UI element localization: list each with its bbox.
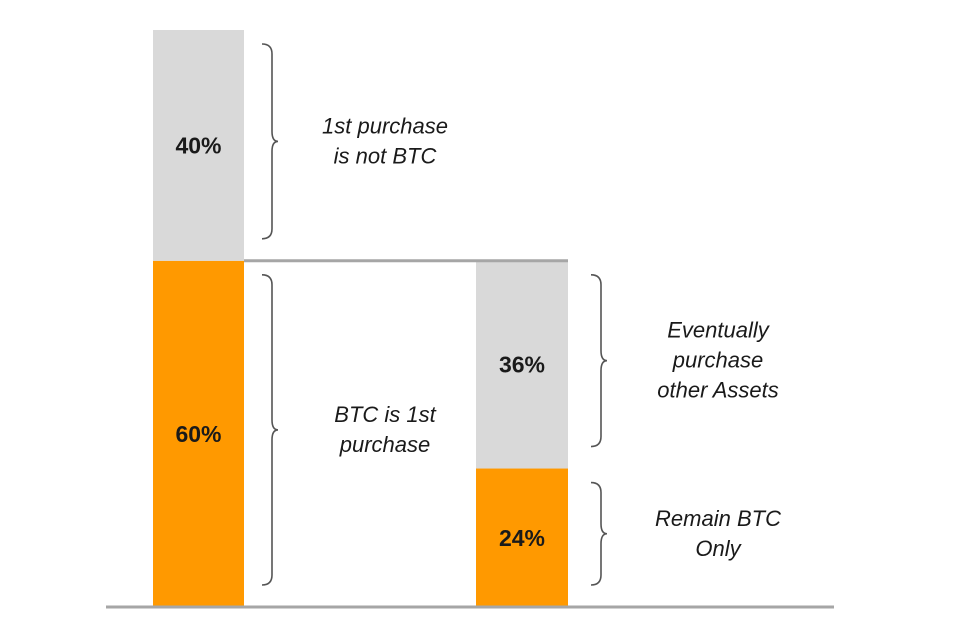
cropped-title-area [110, 0, 725, 2]
bar-1-segment-1 [153, 260, 244, 607]
brace-1 [261, 43, 279, 240]
bar-2-segment-1 [476, 468, 568, 607]
annotation-3-line-1: Eventually [667, 318, 771, 343]
bar-2-segment-2-label: 36% [499, 352, 545, 378]
bar-2-segment-1-label: 24% [499, 525, 545, 551]
annotation-1-line-2: is not BTC [334, 143, 437, 168]
brace-4 [590, 481, 608, 586]
brace-3 [590, 274, 608, 448]
bar-2-segment-2 [476, 260, 568, 469]
annotation-3-line-2: purchase [672, 348, 764, 373]
bar-1-segment-2 [153, 30, 244, 261]
annotation-1-line-1: 1st purchase [322, 113, 448, 138]
annotation-3-line-3: other Assets [657, 378, 778, 403]
brace-2 [261, 274, 279, 586]
annotation-4-line-1: Remain BTC [655, 506, 781, 531]
bar-1-segment-1-label: 60% [175, 421, 221, 447]
annotation-2-line-2: purchase [339, 432, 431, 457]
bar-1-segment-2-label: 40% [175, 132, 221, 158]
annotation-4-line-2: Only [695, 536, 742, 561]
annotation-2-line-1: BTC is 1st [334, 402, 436, 427]
